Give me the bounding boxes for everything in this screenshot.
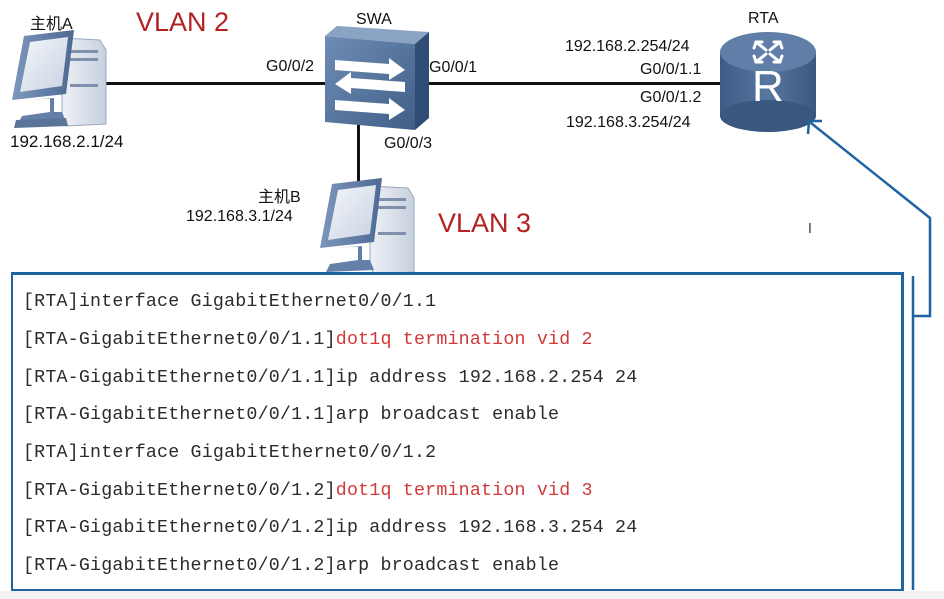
command-highlight: dot1q termination vid 2 xyxy=(335,330,593,350)
link-swa-rta xyxy=(425,82,725,85)
router-rta-icon[interactable] xyxy=(720,32,816,132)
host-b-pc-icon[interactable] xyxy=(320,178,415,275)
callout-arrow xyxy=(806,119,932,590)
port-rta-sub1: G0/0/1.1 xyxy=(640,61,702,78)
port-swa-g003: G0/0/3 xyxy=(384,135,433,152)
config-line: [RTA-GigabitEthernet0/0/1.2]arp broadcas… xyxy=(23,556,560,576)
router-name: RTA xyxy=(748,10,779,27)
config-line: [RTA-GigabitEthernet0/0/1.1]arp broadcas… xyxy=(23,405,560,425)
config-line: [RTA]interface GigabitEthernet0/0/1.2 xyxy=(23,443,437,463)
command-highlight: dot1q termination vid 3 xyxy=(335,481,593,501)
port-swa-g002: G0/0/2 xyxy=(266,58,315,75)
port-rta-sub2: G0/0/1.2 xyxy=(640,89,702,106)
config-line: [RTA-GigabitEthernet0/0/1.2]ip address 1… xyxy=(23,518,638,538)
switch-name: SWA xyxy=(356,11,392,28)
bottom-strip xyxy=(0,591,944,599)
host-b-ip: 192.168.3.1/24 xyxy=(186,208,293,225)
text-cursor-icon: I xyxy=(808,222,812,237)
host-a-name: 主机A xyxy=(30,16,73,33)
switch-swa-icon[interactable] xyxy=(325,26,429,130)
host-a-pc-icon[interactable] xyxy=(12,30,107,128)
host-a-ip: 192.168.2.1/24 xyxy=(10,132,124,151)
vlan2-label: VLAN 2 xyxy=(136,7,230,37)
link-swa-hostb xyxy=(357,123,360,181)
port-swa-g001: G0/0/1 xyxy=(429,59,478,76)
config-code-box: [RTA]interface GigabitEthernet0/0/1.1 [R… xyxy=(11,272,904,592)
router-r-glyph: R xyxy=(752,62,784,111)
config-line: [RTA-GigabitEthernet0/0/1.2]dot1q termin… xyxy=(23,481,593,501)
config-line: [RTA]interface GigabitEthernet0/0/1.1 xyxy=(23,292,437,312)
config-line: [RTA-GigabitEthernet0/0/1.1]ip address 1… xyxy=(23,368,638,388)
router-ip-sub2: 192.168.3.254/24 xyxy=(566,114,691,131)
vlan3-label: VLAN 3 xyxy=(438,208,532,238)
link-hosta-swa xyxy=(105,82,327,85)
host-b-name: 主机B xyxy=(258,189,301,206)
router-ip-sub1: 192.168.2.254/24 xyxy=(565,38,690,55)
config-line: [RTA-GigabitEthernet0/0/1.1]dot1q termin… xyxy=(23,330,593,350)
